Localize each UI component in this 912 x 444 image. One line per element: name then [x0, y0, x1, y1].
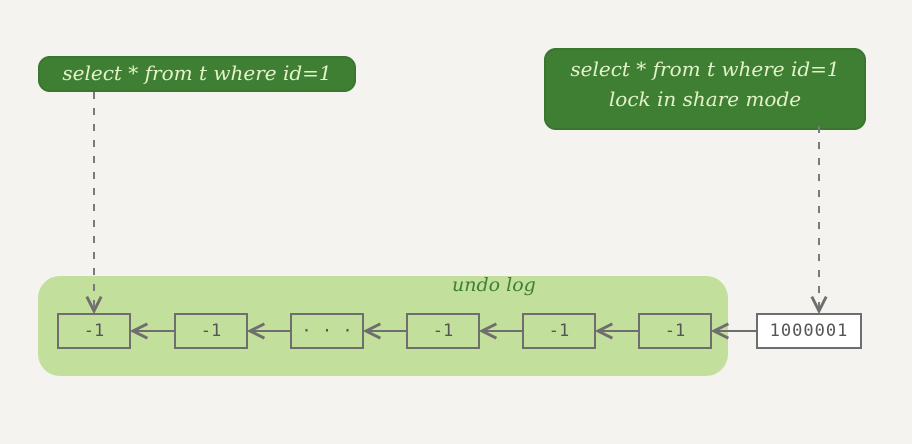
undo-version-6: -1	[638, 313, 712, 349]
undo-version-1: -1	[57, 313, 131, 349]
undo-version-5: -1	[522, 313, 596, 349]
query-current-read: select * from t where id=1 lock in share…	[544, 48, 866, 130]
query-current-read-line1: select * from t where id=1	[570, 57, 840, 81]
current-row-version: 1000001	[756, 313, 862, 349]
undo-version-2: -1	[174, 313, 248, 349]
undo-version-4: -1	[406, 313, 480, 349]
query-consistent-read: select * from t where id=1	[38, 56, 356, 92]
query-current-read-line2: lock in share mode	[608, 87, 802, 111]
undo-log-label: undo log	[452, 274, 536, 296]
undo-version-ellipsis: · · ·	[290, 313, 364, 349]
query-consistent-read-text: select * from t where id=1	[62, 61, 332, 85]
